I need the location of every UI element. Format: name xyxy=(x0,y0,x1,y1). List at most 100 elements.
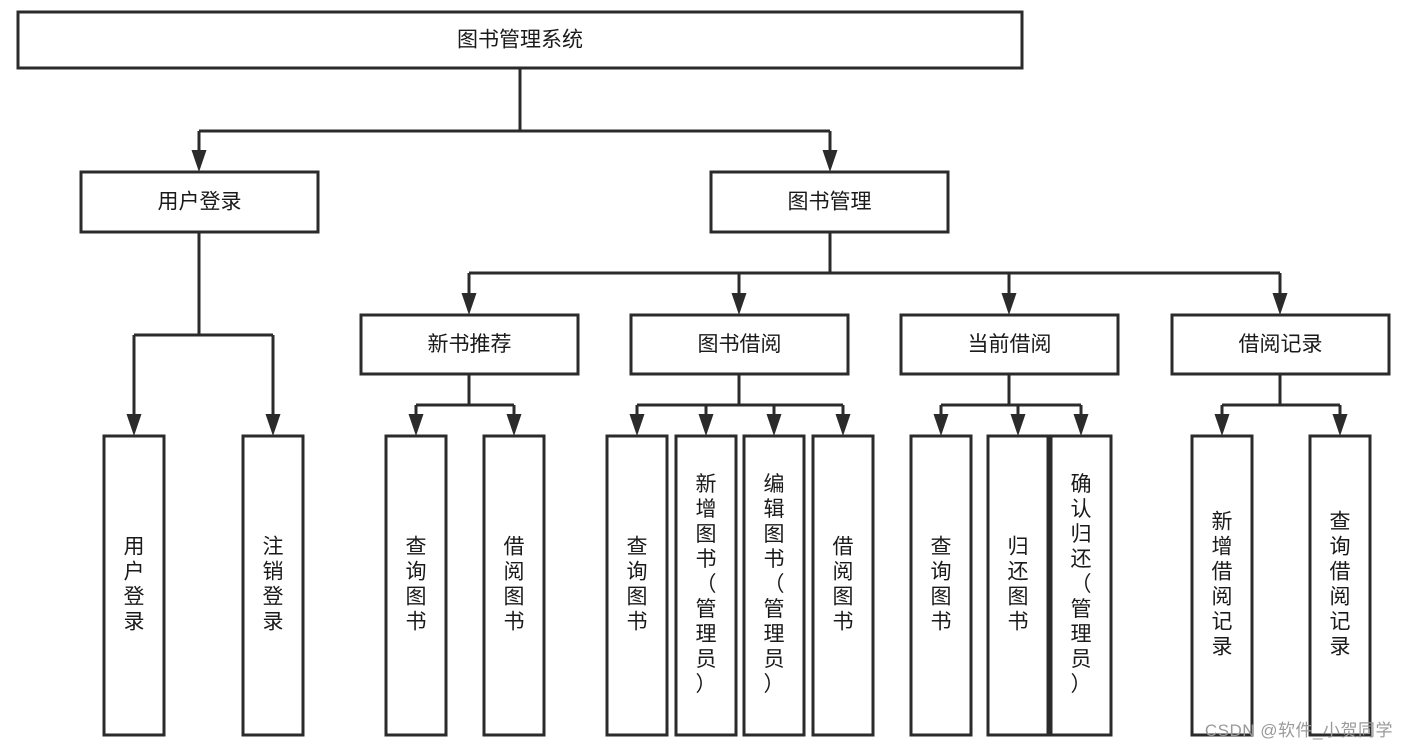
node-borrow-record[interactable]: 借阅记录 xyxy=(1170,313,1391,376)
node-box[interactable] xyxy=(1308,434,1372,737)
node-label-char: 销 xyxy=(263,561,284,584)
node-label-char: 编 xyxy=(764,473,785,496)
node-box[interactable] xyxy=(674,434,738,737)
node-label-char: 图 xyxy=(833,586,854,609)
node-label-char: 阅 xyxy=(504,561,525,584)
node-box[interactable] xyxy=(1049,434,1113,737)
node-box[interactable] xyxy=(16,10,1024,70)
arrow-head-icon xyxy=(461,293,477,315)
node-box[interactable] xyxy=(811,434,875,737)
node-box[interactable] xyxy=(359,313,580,376)
node-label-char: 理 xyxy=(1071,623,1092,646)
node-label: 当前借阅 xyxy=(968,333,1052,356)
node-box[interactable] xyxy=(629,313,850,376)
arrow-head-icon xyxy=(835,414,851,436)
node-label-char: 管 xyxy=(1071,598,1092,621)
node-leaf-logout[interactable]: 注销登录注销登录 xyxy=(241,434,305,737)
node-leaf-add-borrow-record[interactable]: 新增借阅记录新增借阅记录 xyxy=(1190,434,1254,737)
node-label-char: 书 xyxy=(764,548,785,571)
node-label-char: 询 xyxy=(931,561,952,584)
node-label-char: 归 xyxy=(1008,536,1029,559)
node-box[interactable] xyxy=(1190,434,1254,737)
node-label-char: 注 xyxy=(263,536,284,559)
node-new-book-recommend[interactable]: 新书推荐 xyxy=(359,313,580,376)
node-label-char: 书 xyxy=(504,611,525,634)
node-label-char: 图 xyxy=(406,586,427,609)
node-box[interactable] xyxy=(384,434,448,737)
node-user-login[interactable]: 用户登录 xyxy=(79,170,320,234)
node-box[interactable] xyxy=(605,434,669,737)
node-label-char: （ xyxy=(1071,573,1092,596)
node-label-char: 询 xyxy=(406,561,427,584)
node-leaf-borrow-book-new[interactable]: 借阅图书借阅图书 xyxy=(482,434,546,737)
node-label-char: 辑 xyxy=(764,498,785,521)
node-label-char: 认 xyxy=(1071,498,1092,521)
node-label-char: 借 xyxy=(833,536,854,559)
node-book-borrow[interactable]: 图书借阅 xyxy=(629,313,850,376)
arrow-head-icon xyxy=(1272,293,1288,315)
node-label-char: 登 xyxy=(263,586,284,609)
arrow-head-icon xyxy=(933,414,949,436)
node-label-char: 录 xyxy=(1330,636,1351,659)
node-current-borrow[interactable]: 当前借阅 xyxy=(899,313,1120,376)
node-box[interactable] xyxy=(79,170,320,234)
node-leaf-query-book-current[interactable]: 查询图书查询图书 xyxy=(909,434,973,737)
node-leaf-query-book-borrow[interactable]: 查询图书查询图书 xyxy=(605,434,669,737)
node-label-char: 还 xyxy=(1008,561,1029,584)
node-label-char: 书 xyxy=(406,611,427,634)
node-box[interactable] xyxy=(482,434,546,737)
node-label-char: 书 xyxy=(627,611,648,634)
node-label-char: 图 xyxy=(627,586,648,609)
node-box[interactable] xyxy=(709,170,950,234)
node-label: 图书管理 xyxy=(788,191,872,214)
node-label-char: 理 xyxy=(764,623,785,646)
node-box[interactable] xyxy=(102,434,166,737)
watermark-label: CSDN @软件_小贺同学 xyxy=(1204,721,1393,740)
node-label-char: 图 xyxy=(696,523,717,546)
node-label-char: 书 xyxy=(833,611,854,634)
node-label-char: 询 xyxy=(1330,536,1351,559)
node-label-char: 图 xyxy=(504,586,525,609)
node-leaf-query-book-new[interactable]: 查询图书查询图书 xyxy=(384,434,448,737)
arrow-head-icon xyxy=(1332,414,1348,436)
node-label-char: 录 xyxy=(124,611,145,634)
node-label-char: 理 xyxy=(696,623,717,646)
node-label-char: 查 xyxy=(931,536,952,559)
node-label: 新书推荐 xyxy=(428,333,512,356)
node-label-char: 新 xyxy=(1212,511,1233,534)
node-label-char: （ xyxy=(696,573,717,596)
node-box[interactable] xyxy=(241,434,305,737)
arrow-head-icon xyxy=(191,150,207,172)
node-box[interactable] xyxy=(909,434,973,737)
node-box[interactable] xyxy=(899,313,1120,376)
node-box[interactable] xyxy=(1170,313,1391,376)
node-leaf-query-borrow-record[interactable]: 查询借阅记录查询借阅记录 xyxy=(1308,434,1372,737)
node-leaf-borrow-book[interactable]: 借阅图书借阅图书 xyxy=(811,434,875,737)
node-label-char: 书 xyxy=(931,611,952,634)
connector-layer xyxy=(126,68,1348,436)
node-root[interactable]: 图书管理系统 xyxy=(16,10,1024,70)
node-leaf-return-book[interactable]: 归还图书归还图书 xyxy=(986,434,1050,737)
node-label-char: 记 xyxy=(1212,611,1233,634)
node-label-char: 阅 xyxy=(1212,586,1233,609)
node-box[interactable] xyxy=(986,434,1050,737)
arrow-head-icon xyxy=(1214,414,1230,436)
node-label-char: 户 xyxy=(124,561,145,584)
node-label-char: 员 xyxy=(1071,648,1092,671)
node-label-char: 确 xyxy=(1071,473,1092,496)
arrow-head-icon xyxy=(629,414,645,436)
node-leaf-user-login[interactable]: 用户登录用户登录 xyxy=(102,434,166,737)
node-label-char: 图 xyxy=(1008,586,1029,609)
node-label-char: 登 xyxy=(124,586,145,609)
arrow-head-icon xyxy=(731,293,747,315)
node-box[interactable] xyxy=(742,434,806,737)
node-label-char: 图 xyxy=(931,586,952,609)
arrow-head-icon xyxy=(822,150,838,172)
arrow-head-icon xyxy=(506,414,522,436)
node-book-manage[interactable]: 图书管理 xyxy=(709,170,950,234)
node-label-char: 还 xyxy=(1071,548,1092,571)
